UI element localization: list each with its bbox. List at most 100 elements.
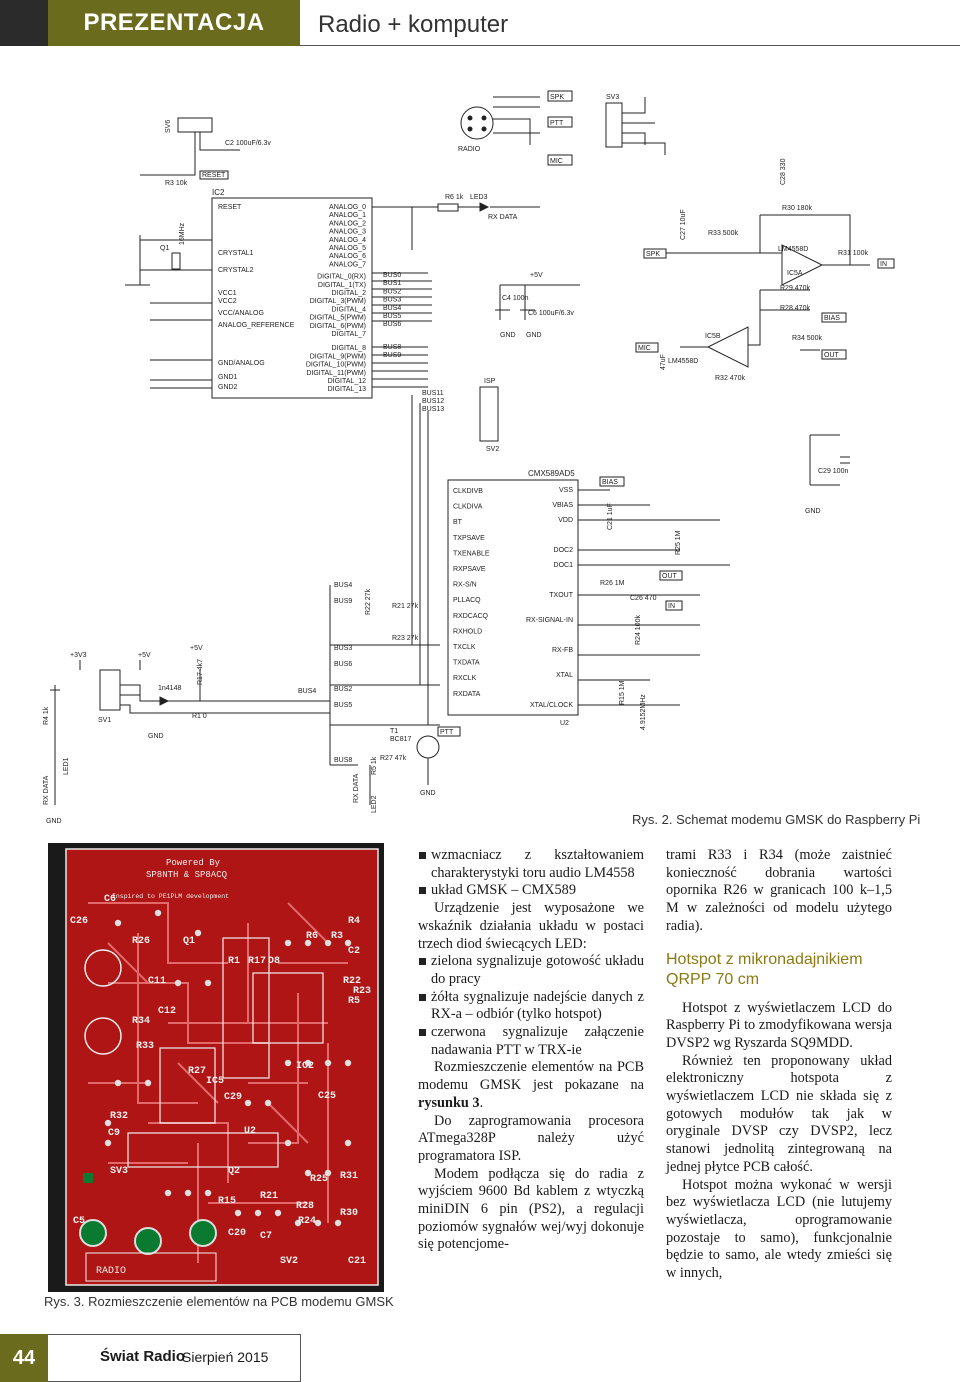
paragraph: Rozmieszczenie elementów na PCB modemu G… [418, 1059, 644, 1111]
radio-pad-3 [189, 1219, 217, 1247]
pcb-ref-label: SV2 [280, 1256, 298, 1267]
cmx-pin-label: TXCLK [453, 644, 476, 651]
pcb-ref-label: IC5 [206, 1076, 224, 1087]
pcb-pad [154, 909, 162, 917]
svg-text:+5V: +5V [138, 652, 151, 659]
svg-text:R30 180k: R30 180k [782, 205, 812, 212]
bus-label: BUS6 [334, 661, 352, 668]
cmx589-body [447, 479, 579, 716]
bus-label: BUS5 [334, 702, 352, 709]
svg-text:R3 10k: R3 10k [165, 180, 188, 187]
bus-label: BUS0 [383, 272, 401, 279]
svg-text:OUT: OUT [662, 573, 678, 580]
list-item: zielona sygnalizuje gotowość układu do p… [418, 953, 644, 988]
cmx-pin-label: RX-SIGNAL-IN [526, 617, 573, 624]
header-rule [300, 45, 960, 46]
pcb-ref-label: D8 [268, 956, 280, 967]
svg-text:BIAS: BIAS [824, 315, 840, 322]
bus-label: BUS5 [383, 313, 401, 320]
svg-text:C26 470: C26 470 [630, 595, 657, 602]
opamp-ic5b [706, 326, 749, 368]
cmx-pin-label: CLKDIVA [453, 504, 483, 511]
schematic-diagram: IC2 RESETCRYSTAL1CRYSTAL2VCC1VCC2VCC/ANA… [43, 90, 895, 825]
bus-label: BUS2 [334, 686, 352, 693]
pcb-pad [304, 939, 312, 947]
pcb-pad [234, 1209, 242, 1217]
magazine-name: Świat Radio [100, 1348, 186, 1365]
figure3-caption: Rys. 3. Rozmieszczenie elementów na PCB … [44, 1294, 394, 1309]
svg-text:LM4558D: LM4558D [778, 246, 808, 253]
pcb-tracks [88, 902, 348, 1263]
pcb-ref-label: R28 [296, 1201, 314, 1212]
ic2-pin-label: DIGITAL_5(PWM) [310, 315, 366, 322]
svg-text:C6 100uF/6.3v: C6 100uF/6.3v [528, 310, 574, 317]
pcb-pad [264, 1099, 272, 1107]
pcb-ref-label: R33 [136, 1041, 154, 1052]
cmx-pin-label: PLLACQ [453, 597, 481, 604]
svg-text:C21 1uF: C21 1uF [607, 503, 614, 530]
pcb-pad [194, 929, 202, 937]
ic2-pin-label: DIGITAL_7 [332, 331, 367, 338]
pcb-ref-label: C5 [73, 1216, 85, 1227]
pcb-ref-label: R4 [348, 916, 360, 927]
svg-text:MIC: MIC [550, 158, 563, 165]
bus-label: BUS13 [422, 406, 444, 413]
opamp-ic5a [781, 244, 824, 286]
pcb-pad [324, 939, 332, 947]
header-corner [0, 0, 48, 46]
svg-text:GND: GND [148, 733, 164, 740]
cmx-pin-label: TXPSAVE [453, 535, 485, 542]
svg-text:4.9152MHz: 4.9152MHz [640, 694, 647, 730]
paragraph: Do zaprogramowania procesora ATmega328P … [418, 1112, 644, 1164]
pcb-pad [114, 1079, 122, 1087]
section-heading: Hotspot z mikronadajnikiem QRPP 70 cm [666, 950, 863, 988]
pcb-ref-label: R30 [340, 1208, 358, 1219]
pcb-board [65, 848, 379, 1286]
pcb-pad [344, 1059, 352, 1067]
pcb-pad [104, 1119, 112, 1127]
svg-text:PTT: PTT [440, 729, 454, 736]
pcb-ref-label: C7 [260, 1231, 272, 1242]
pcb-ref-label: R5 [348, 996, 360, 1007]
cmx-left-pins: CLKDIVBCLKDIVABTTXPSAVETXENABLERXPSAVERX… [453, 488, 490, 698]
cmx-pin-label: TXOUT [549, 592, 573, 599]
pcb-ref-label: R31 [340, 1171, 358, 1182]
svg-text:47uF: 47uF [660, 354, 667, 370]
cmx-pin-label: VSS [559, 487, 573, 494]
pcb-ref-label: C11 [148, 976, 166, 987]
pcb-pad [204, 979, 212, 987]
pcb-ref-label: C9 [108, 1128, 120, 1139]
ic2-pin-label: DIGITAL_3(PWM) [310, 298, 366, 305]
pcb-ref-label: R6 [306, 931, 318, 942]
svg-text:T1: T1 [390, 728, 398, 735]
page-footer: 44 Świat Radio Sierpień 2015 [0, 1334, 960, 1382]
pad-square [83, 1173, 93, 1183]
isp-header [479, 386, 499, 442]
bus-label: BUS4 [334, 582, 352, 589]
pcb-ref-label: C25 [318, 1091, 336, 1102]
ic2-pin-label: CRYSTAL1 [218, 250, 254, 257]
ic2-pin-label: VCC2 [218, 298, 237, 305]
sv1-header [99, 669, 121, 711]
cmx-pin-label: TXENABLE [453, 550, 490, 557]
cmx-pin-label: DOC2 [554, 547, 574, 554]
svg-text:RESET: RESET [202, 172, 226, 179]
svg-text:RX DATA: RX DATA [488, 214, 518, 221]
pcb-ref-label: R32 [110, 1111, 128, 1122]
svg-text:IN: IN [668, 603, 675, 610]
pcb-ref-label: Q1 [183, 936, 195, 947]
svg-text:RX DATA: RX DATA [43, 775, 50, 805]
pcb-pad [184, 1189, 192, 1197]
ic2-right-pins: ANALOG_0ANALOG_1ANALOG_2ANALOG_3ANALOG_4… [306, 204, 402, 393]
pcb-ref-label: R24 [298, 1216, 316, 1227]
svg-text:BC817: BC817 [390, 736, 412, 743]
ic2-pin-label: DIGITAL_0(RX) [317, 274, 366, 281]
svg-text:C2 100uF/6.3v: C2 100uF/6.3v [225, 140, 271, 147]
ic2-pin-label: VCC/ANALOG [218, 310, 264, 317]
silk-inspired: Inspired to PE1PLM development [112, 893, 229, 900]
ic2-pin-label: DIGITAL_8 [332, 345, 367, 352]
crystal-outline [222, 937, 270, 1079]
svg-text:MIC: MIC [638, 345, 651, 352]
svg-text:OUT: OUT [824, 352, 840, 359]
list-item: wzmacniacz z kształtowaniem charakteryst… [418, 847, 644, 882]
